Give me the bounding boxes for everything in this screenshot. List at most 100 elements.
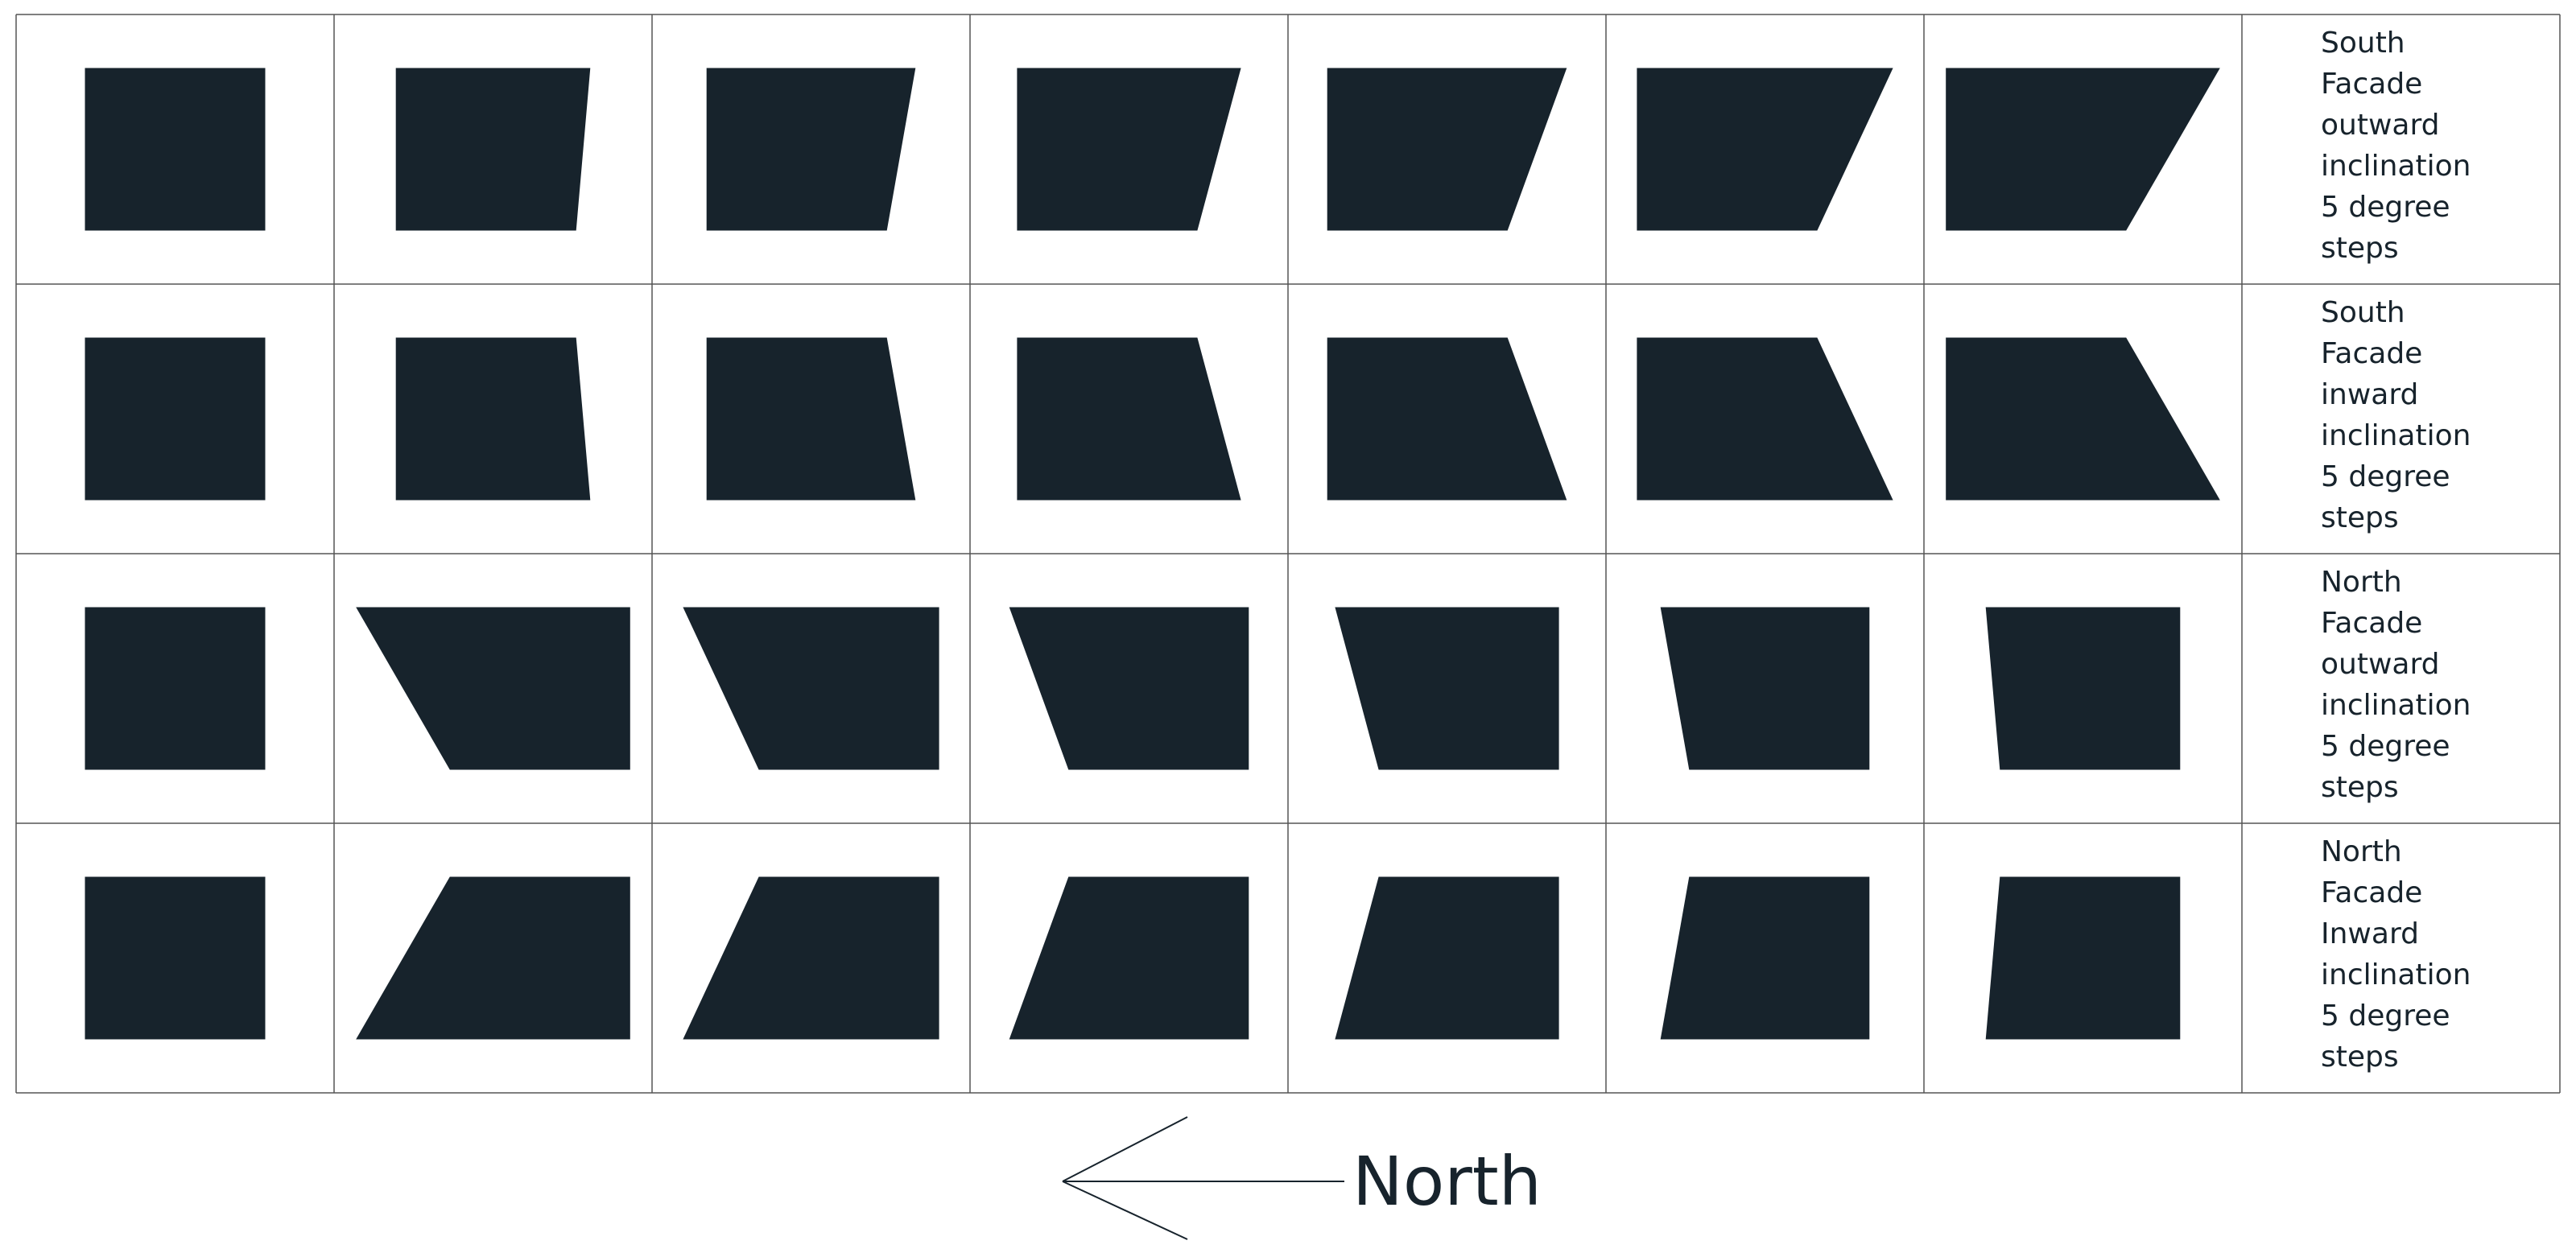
row-label-line: outward <box>2321 109 2440 142</box>
row-label-line: North <box>2321 835 2402 868</box>
section-drawing <box>85 876 266 1040</box>
inclination-cell <box>1924 823 2242 1093</box>
inclination-cell <box>652 284 970 554</box>
inclination-cell <box>970 284 1288 554</box>
row-label-line: South <box>2321 296 2405 329</box>
facade-section-shape <box>85 337 266 501</box>
row-label-line: 5 degree <box>2321 460 2450 493</box>
inclination-cell <box>16 14 334 284</box>
section-drawing <box>1660 876 1870 1040</box>
row-label-line: inclination <box>2321 419 2471 452</box>
section-drawing <box>1637 68 1893 231</box>
inclination-cell <box>1606 554 1924 823</box>
row-label-line: outward <box>2321 648 2440 681</box>
inclination-cell <box>970 554 1288 823</box>
section-drawing <box>1017 68 1241 231</box>
section-drawing <box>356 876 630 1040</box>
section-drawing <box>1009 607 1249 770</box>
facade-section-shape <box>1985 607 2181 770</box>
section-drawing <box>1946 68 2220 231</box>
row-label-line: Facade <box>2321 337 2423 370</box>
section-drawing <box>395 68 591 231</box>
inclination-cell <box>1606 823 1924 1093</box>
facade-section-shape <box>1017 68 1241 231</box>
facade-section-shape <box>706 337 916 501</box>
inclination-cell <box>652 554 970 823</box>
north-arrow-icon <box>1062 1116 1344 1240</box>
facade-section-shape <box>85 876 266 1040</box>
facade-section-shape <box>356 607 630 770</box>
row-label-line: Facade <box>2321 876 2423 909</box>
section-drawing <box>1985 876 2181 1040</box>
inclination-cell <box>970 14 1288 284</box>
row-label-line: 5 degree <box>2321 191 2450 224</box>
section-drawing <box>1985 607 2181 770</box>
facade-section-shape <box>395 337 591 501</box>
row-label-line: steps <box>2321 771 2399 804</box>
facade-section-shape <box>1327 68 1567 231</box>
section-drawing <box>395 337 591 501</box>
row-label-line: inclination <box>2321 689 2471 722</box>
section-drawing <box>85 68 266 231</box>
row-label-line: 5 degree <box>2321 730 2450 763</box>
inclination-cell <box>1606 284 1924 554</box>
row-label-line: steps <box>2321 501 2399 534</box>
facade-section-shape <box>1946 68 2220 231</box>
inclination-cell <box>1288 554 1606 823</box>
inclination-cell <box>652 14 970 284</box>
inclination-cell <box>970 823 1288 1093</box>
row-label-line: North <box>2321 566 2402 599</box>
row-label-line: Facade <box>2321 607 2423 640</box>
row-label-line: inclination <box>2321 150 2471 183</box>
facade-section-shape <box>683 876 939 1040</box>
facade-section-shape <box>356 876 630 1040</box>
inclination-cell <box>16 554 334 823</box>
row-label-line: South <box>2321 27 2405 60</box>
inclination-cell <box>1288 14 1606 284</box>
facade-section-shape <box>1637 337 1893 501</box>
facade-section-shape <box>683 607 939 770</box>
section-drawing <box>85 607 266 770</box>
section-drawing <box>356 607 630 770</box>
facade-section-shape <box>1660 876 1870 1040</box>
inclination-cell <box>1924 284 2242 554</box>
facade-section-shape <box>1335 876 1559 1040</box>
inclination-cell <box>652 823 970 1093</box>
inclination-cell <box>334 823 652 1093</box>
section-drawing <box>1017 337 1241 501</box>
section-drawing <box>683 607 939 770</box>
section-drawing <box>1327 337 1567 501</box>
section-drawing <box>1009 876 1249 1040</box>
inclination-cell <box>16 823 334 1093</box>
inclination-cell <box>1924 554 2242 823</box>
facade-section-shape <box>1017 337 1241 501</box>
inclination-cell <box>1288 823 1606 1093</box>
facade-section-shape <box>85 68 266 231</box>
north-label: North <box>1352 1142 1542 1221</box>
section-drawing <box>706 337 916 501</box>
section-drawing <box>1660 607 1870 770</box>
inclination-cell <box>1288 284 1606 554</box>
facade-section-shape <box>1327 337 1567 501</box>
north-arrow-head-lower <box>1062 1181 1188 1240</box>
section-drawing <box>1946 337 2220 501</box>
section-drawing <box>1637 337 1893 501</box>
section-drawing <box>1335 607 1559 770</box>
section-drawing <box>683 876 939 1040</box>
inclination-cell <box>334 554 652 823</box>
section-drawing <box>1335 876 1559 1040</box>
inclination-cell <box>334 14 652 284</box>
row-label-line: steps <box>2321 1041 2399 1074</box>
